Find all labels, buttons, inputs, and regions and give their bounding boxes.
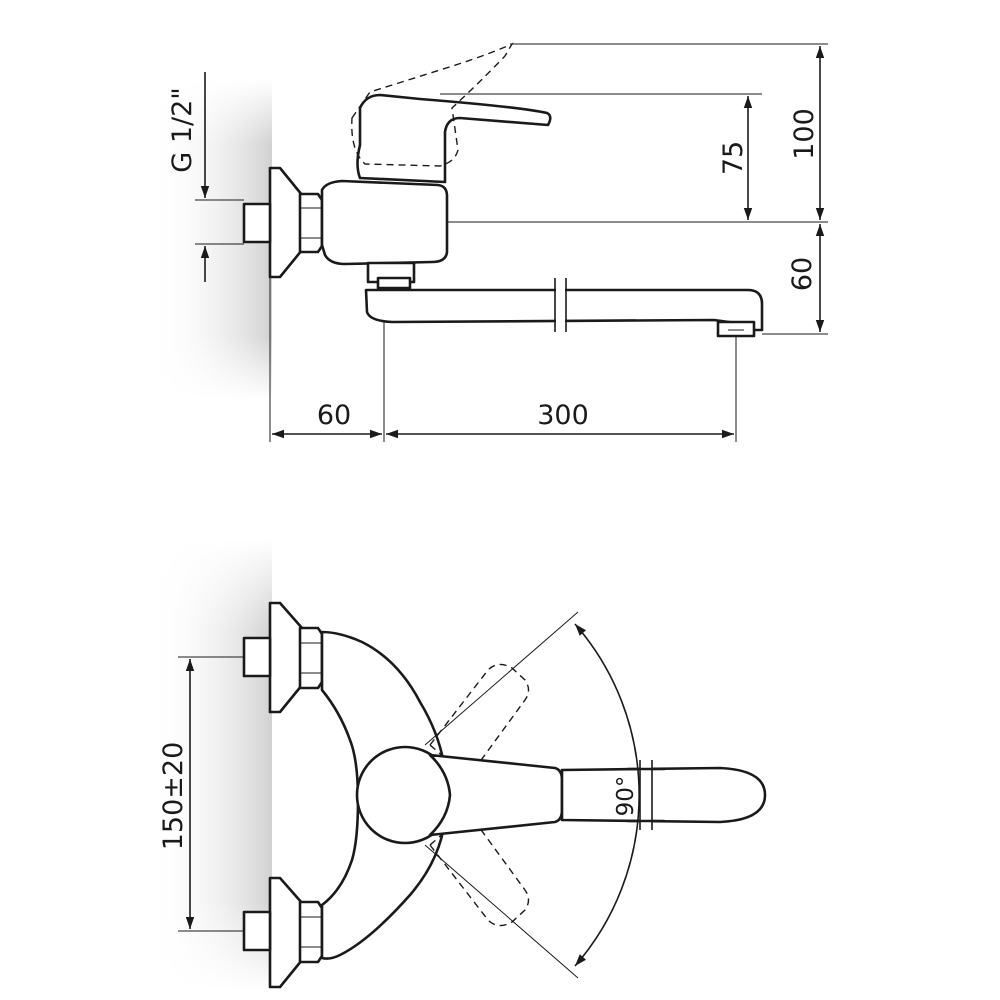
upper-inlet-pipe [242, 636, 272, 678]
lever-handle-raised [351, 42, 514, 167]
lever-handle-top [428, 753, 564, 837]
dim-spout-drop: 60 [787, 257, 818, 291]
aerator [716, 320, 756, 338]
mixer-body [320, 179, 449, 266]
rotation-angle-arc [574, 623, 640, 967]
spout-top-break-marks [626, 760, 666, 830]
top-view: 90° 150±20 [150, 540, 767, 990]
lever-handle [356, 93, 552, 184]
hex-nut [298, 192, 324, 254]
upper-hex-nut [298, 626, 324, 690]
lower-wall-flange [268, 876, 304, 989]
dim-handle-height: 75 [718, 141, 749, 175]
dim-center-distance: 150±20 [158, 742, 189, 851]
dim-rotation-angle: 90° [613, 776, 639, 817]
lower-hex-nut [298, 900, 324, 964]
lever-handle-rotated-up [429, 663, 530, 780]
lever-handle-rotated-down [429, 810, 530, 927]
dim-wall-offset: 60 [317, 400, 351, 431]
wall-flange [268, 166, 304, 279]
spout-break-marks [554, 278, 567, 332]
rotation-limit-line-up [424, 611, 579, 746]
inlet-pipe [242, 202, 272, 244]
dim-thread-size: G 1/2" [167, 87, 198, 172]
side-view: 100 75 60 60 300 G 1/2" [150, 42, 828, 442]
lower-inlet-pipe [242, 910, 272, 952]
spout-collar-ring [376, 276, 412, 290]
dim-handle-raised-height: 100 [789, 108, 820, 160]
spout-top [560, 766, 767, 824]
upper-wall-flange [268, 601, 304, 714]
rotation-limit-line-down [424, 844, 579, 979]
dim-spout-reach: 300 [537, 400, 589, 431]
